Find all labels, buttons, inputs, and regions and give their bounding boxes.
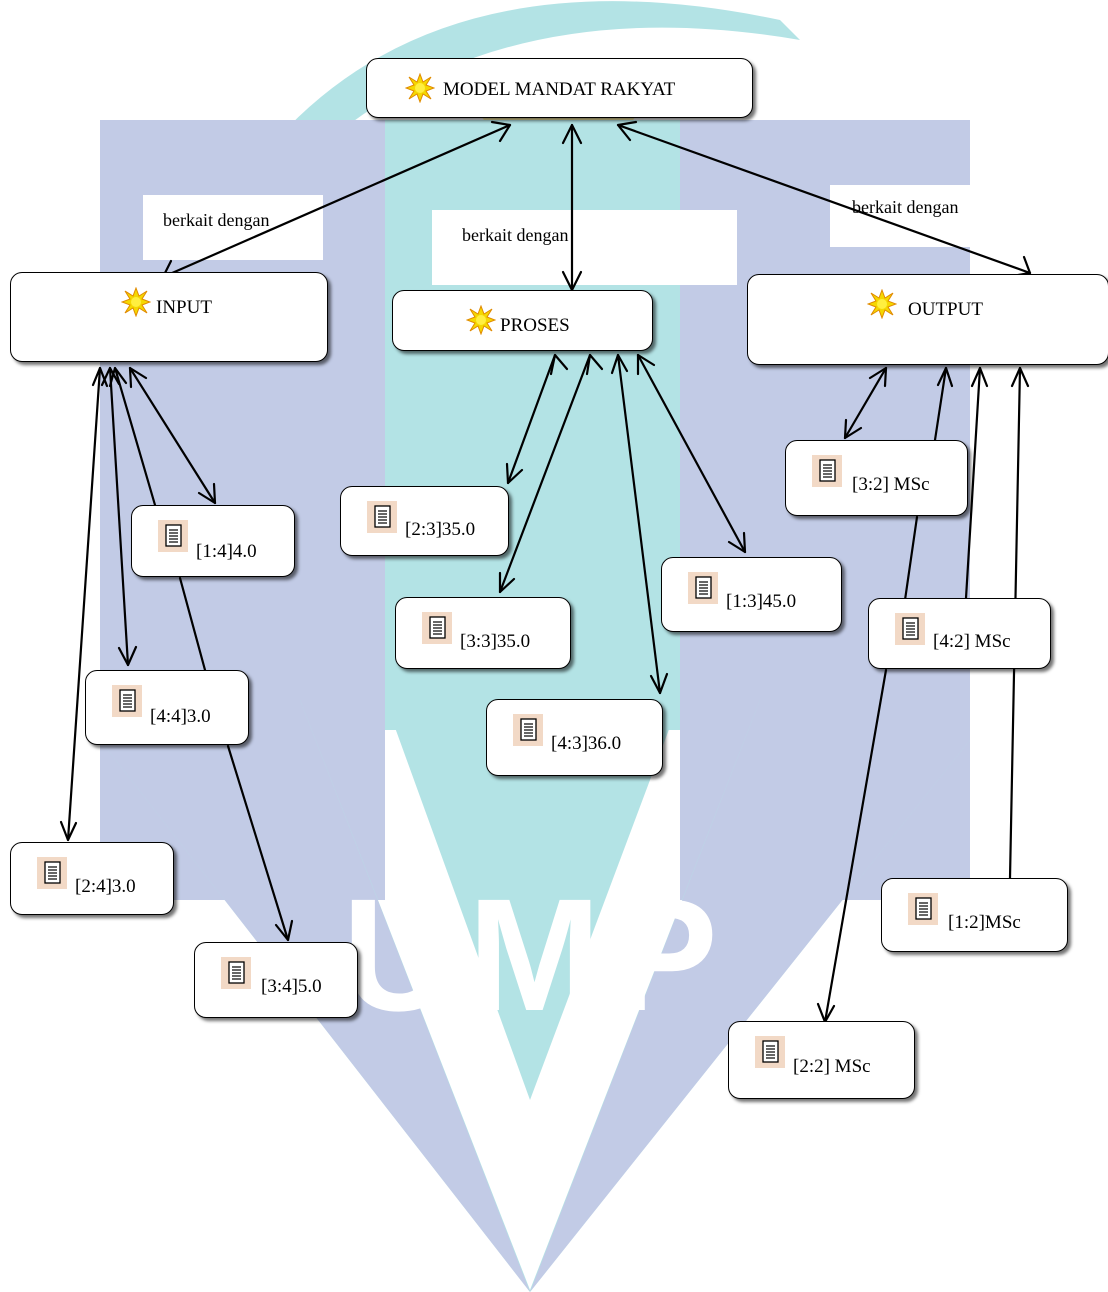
document-icon (112, 685, 142, 717)
link-proses-1-3 (636, 353, 747, 554)
category-proses[interactable]: PROSES (392, 290, 653, 351)
root-title: MODEL MANDAT RAKYAT (443, 79, 676, 100)
document-icon (755, 1036, 785, 1068)
document-icon (895, 613, 925, 645)
item-input-1-4[interactable]: [1:4]4.0 (131, 505, 295, 577)
item-label: [1:4]4.0 (196, 541, 257, 562)
item-label: [2:3]35.0 (405, 519, 476, 540)
item-label: [1:3]45.0 (726, 591, 797, 612)
item-label: [1:2]MSc (948, 912, 1021, 933)
link-proses-2-3 (505, 353, 569, 485)
watermark-shield-right (530, 700, 970, 1292)
link-input-3-4 (108, 366, 294, 942)
item-proses-2-3[interactable]: [2:3]35.0 (340, 486, 509, 556)
category-input[interactable]: INPUT (10, 272, 328, 362)
link-input-2-4 (59, 366, 109, 842)
document-icon (513, 714, 543, 746)
label-bg-input (143, 195, 323, 260)
watermark-arc (230, 1, 800, 210)
link-output-4-2 (964, 366, 989, 600)
root-node[interactable]: MODEL MANDAT RAKYAT (366, 58, 753, 118)
item-output-2-2[interactable]: [2:2] MSc (728, 1021, 915, 1099)
star-burst-icon (466, 305, 496, 335)
item-label: [3:3]35.0 (460, 631, 531, 652)
document-icon (812, 455, 842, 487)
watermark-center-v (385, 700, 680, 1100)
relation-label-proses: berkait dengan (462, 225, 569, 245)
link-proses-3-3 (498, 353, 604, 594)
label-bg-proses (432, 210, 737, 285)
watermark-ump-text: UMP (342, 865, 728, 1044)
relation-label-input: berkait dengan (163, 210, 270, 230)
category-proses-label: PROSES (500, 315, 570, 336)
document-icon (908, 893, 938, 925)
item-label: [2:2] MSc (793, 1056, 871, 1077)
item-input-3-4[interactable]: [3:4]5.0 (194, 942, 358, 1018)
document-icon (367, 501, 397, 533)
link-root-input (161, 120, 512, 281)
item-label: [4:4]3.0 (150, 706, 211, 727)
document-icon (37, 857, 67, 889)
star-burst-icon (867, 289, 897, 319)
item-label: [4:3]36.0 (551, 733, 622, 754)
item-input-4-4[interactable]: [4:4]3.0 (85, 670, 249, 745)
item-output-1-2[interactable]: [1:2]MSc (881, 878, 1068, 952)
item-output-4-2[interactable]: [4:2] MSc (868, 598, 1051, 669)
item-proses-4-3[interactable]: [4:3]36.0 (486, 699, 663, 776)
star-burst-icon (405, 73, 435, 103)
item-proses-3-3[interactable]: [3:3]35.0 (395, 597, 571, 669)
document-icon (422, 612, 452, 644)
relation-label-output: berkait dengan (852, 197, 959, 217)
item-label: [4:2] MSc (933, 631, 1011, 652)
document-icon (688, 572, 718, 604)
link-root-output (616, 120, 1032, 278)
item-output-3-2[interactable]: [3:2] MSc (785, 440, 968, 516)
category-input-label: INPUT (156, 297, 212, 318)
item-proses-1-3[interactable]: [1:3]45.0 (661, 557, 842, 632)
document-icon (158, 520, 188, 552)
item-label: [3:2] MSc (852, 474, 930, 495)
item-input-2-4[interactable]: [2:4]3.0 (10, 842, 174, 915)
item-label: [2:4]3.0 (75, 876, 136, 897)
link-root-proses (561, 123, 583, 292)
category-output[interactable]: OUTPUT (747, 274, 1108, 365)
document-icon (221, 957, 251, 989)
label-bg-output (830, 185, 1015, 247)
link-input-1-4 (128, 366, 217, 505)
star-burst-icon (121, 287, 151, 317)
link-proses-4-3 (610, 353, 669, 695)
item-label: [3:4]5.0 (261, 976, 322, 997)
link-output-3-2 (843, 366, 888, 440)
category-output-label: OUTPUT (908, 299, 983, 320)
